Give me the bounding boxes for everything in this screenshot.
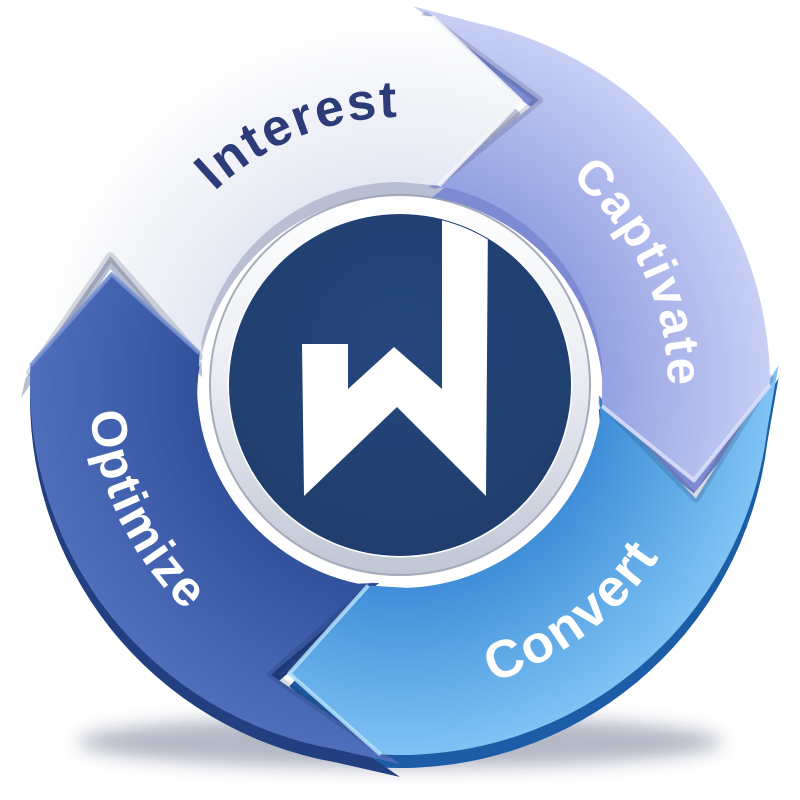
w-logo-icon: [302, 218, 488, 496]
arrowhead-bevel-captivate: [600, 383, 772, 483]
arrowhead-bevel-optimize: [29, 272, 201, 367]
segment-convert: [289, 365, 779, 756]
center-ring-edge: [209, 194, 591, 576]
center-ring: [210, 195, 590, 575]
arrowhead-bevel-interest: [430, 14, 523, 188]
segment-interest-arrowhead: [400, 15, 521, 186]
segment-captivate-arrowhead: [601, 352, 770, 481]
segment-optimize: [29, 274, 400, 764]
segment-interest: [21, 14, 521, 386]
arrowhead-bevel-convert: [287, 584, 382, 756]
segment-convert-arrowhead: [289, 585, 413, 755]
segment-optimize-arrowhead: [30, 274, 200, 398]
